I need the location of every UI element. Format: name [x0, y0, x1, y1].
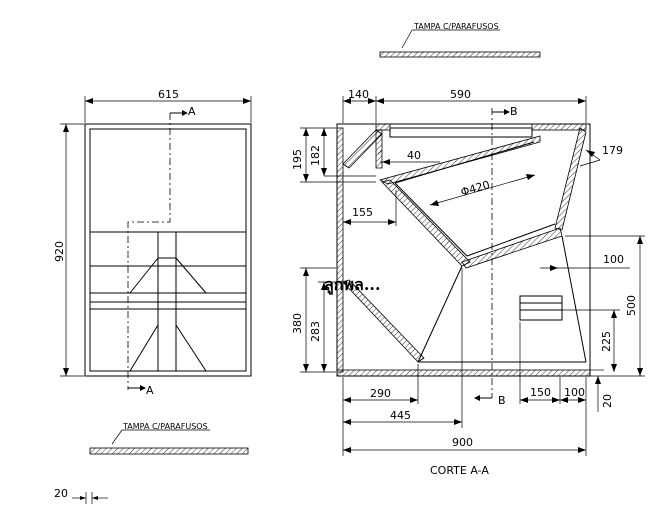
dim-d155: 155 — [352, 206, 373, 219]
section-mark-a-top: A — [188, 105, 196, 118]
dim-445: 445 — [343, 268, 463, 428]
dim-d290: 290 — [370, 387, 391, 400]
dim-20-bottom: 20 — [590, 369, 614, 412]
cover-top-label: TAMPA C/PARAFUSOS — [413, 22, 499, 31]
dim-left-lower: 380 283 — [291, 267, 344, 373]
dim-h182: 182 — [309, 145, 322, 166]
dim-d150: 150 — [530, 386, 551, 399]
dim-d500: 500 — [625, 295, 638, 316]
dim-top-row: 140 590 — [342, 88, 587, 123]
dim-900: 900 — [343, 436, 586, 453]
dim-top-offset: 140 — [348, 88, 369, 101]
cover-plate-top: TAMPA C/PARAFUSOS — [379, 22, 541, 58]
section-mark-a-bottom: A — [146, 384, 154, 397]
dim-front-width: 615 — [158, 88, 179, 101]
section-mark-b-bottom: B — [498, 394, 506, 407]
overlay-text: ลูกพล... — [324, 275, 381, 296]
dim-d225: 225 — [600, 331, 613, 352]
section-mark-b-top: B — [510, 105, 518, 118]
dim-front-height: 920 — [53, 241, 66, 262]
dim-diameter: Φ420 — [429, 174, 536, 206]
dim-left-upper: 195 182 — [291, 127, 376, 183]
front-dim-height: 920 — [53, 123, 84, 377]
front-view: A A — [84, 105, 252, 397]
dim-d283: 283 — [309, 321, 322, 342]
dim-d100-right: 100 — [603, 253, 624, 266]
dim-155: 155 — [343, 190, 397, 226]
dim-d40: 40 — [407, 149, 421, 162]
dim-h195: 195 — [291, 149, 304, 170]
dim-d445: 445 — [390, 409, 411, 422]
dim-d20-bottom: 20 — [601, 394, 614, 408]
section-view: B B — [336, 105, 591, 407]
dim-panel-thickness: 20 — [54, 487, 108, 504]
dim-d100-bottom: 100 — [564, 386, 585, 399]
dim-top-width: 590 — [450, 88, 471, 101]
dim-179: 179 — [579, 144, 623, 167]
dim-d380: 380 — [291, 313, 304, 334]
dim-d900: 900 — [452, 436, 473, 449]
dim-right: 100 500 — [540, 235, 645, 377]
cover-plate-bottom: TAMPA C/PARAFUSOS — [89, 422, 249, 455]
dim-40: 40 — [380, 149, 440, 165]
dim-225: 225 — [562, 309, 620, 372]
dim-diam: Φ420 — [459, 178, 491, 199]
dim-front-panel: 20 — [54, 487, 68, 500]
section-title: CORTE A-A — [430, 464, 489, 477]
dim-d179: 179 — [602, 144, 623, 157]
dim-bottom-row: 290 150 100 — [342, 322, 587, 456]
cover-bottom-label: TAMPA C/PARAFUSOS — [122, 422, 208, 431]
front-dim-width: 615 — [84, 88, 252, 123]
